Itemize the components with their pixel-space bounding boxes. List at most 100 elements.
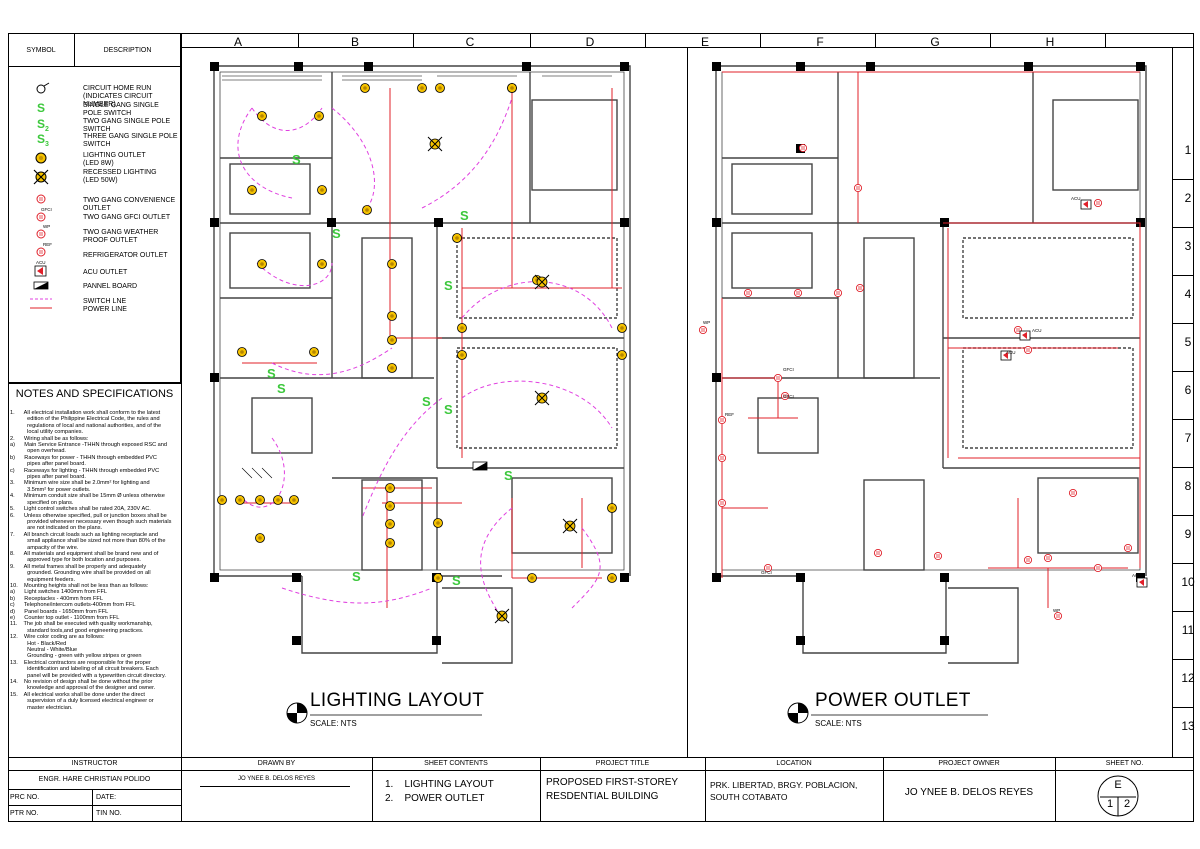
grid-row-1: 1 (1184, 143, 1192, 157)
svg-text:GFCI: GFCI (783, 394, 794, 399)
grid-row-tick (1172, 467, 1194, 468)
power-outlet-title: POWER OUTLET (815, 690, 971, 711)
sheet-contents-2: 2. POWER OUTLET (385, 793, 485, 804)
notes-item: c) Telephone/intercom outlets-400mm from… (10, 602, 136, 609)
convenience-outlet-icon (1093, 563, 1103, 573)
power-column-blocks (712, 62, 1145, 645)
power-scale: SCALE: NTS (815, 719, 862, 728)
notes-item: 1. All electrical installation work shal… (10, 410, 162, 436)
legend-panel (8, 33, 181, 383)
convenience-outlet-icon (833, 288, 843, 298)
grid-row-tick (1172, 707, 1194, 708)
legend-text-home-run: CIRCUIT HOME RUN (INDICATES CIRCUIT NUMB… (83, 85, 153, 108)
notes-item: a) Light switches 1400mm from FFL (10, 589, 107, 596)
grid-row-2: 2 (1184, 191, 1192, 205)
notes-list: 1. All electrical installation work shal… (10, 410, 178, 711)
convenience-outlet-icon (793, 288, 803, 298)
title-block-top-line (8, 757, 1194, 758)
legend-text-two-gang-switch: TWO GANG SINGLE POLE SWITCH (83, 118, 171, 133)
legend-text-gfci: TWO GANG GFCI OUTLET (83, 214, 171, 221)
sheet-frame (8, 33, 1194, 822)
convenience-outlet-icon (763, 563, 773, 573)
legend-header-divider (8, 66, 181, 67)
legend-col-divider (74, 33, 75, 66)
project-title-label: PROJECT TITLE (595, 760, 650, 767)
tb-div-6 (1055, 757, 1056, 822)
convenience-outlet-icon (717, 498, 727, 508)
notes-title: NOTES AND SPECIFICATIONS (15, 388, 174, 400)
svg-text:ACU: ACU (36, 260, 46, 265)
grid-column-h: H (1045, 35, 1055, 49)
ptr-label: PTR NO. (10, 810, 39, 817)
tb-div-2 (372, 757, 373, 822)
lighting-walls (213, 65, 631, 664)
legend-text-single-switch: SINGLE GANG SINGLE POLE SWITCH (83, 102, 159, 117)
convenience-outlet-icon (853, 183, 863, 193)
legend-text-convenience: TWO GANG CONVENIENCE OUTLET (83, 197, 176, 212)
grid-row-7: 7 (1184, 431, 1192, 445)
convenience-outlet-icon (798, 143, 808, 153)
home-run-icon (36, 82, 50, 94)
notes-item: 11. The job shall be executed with quali… (10, 621, 153, 634)
svg-text:ACU: ACU (1071, 196, 1081, 201)
convenience-outlet-icon (717, 453, 727, 463)
lighting-hatches (222, 75, 612, 479)
legend-text-lines: SWITCH LNE POWER LINE (83, 298, 127, 313)
convenience-outlet-icon (1043, 553, 1053, 563)
notes-item: 10. Mounting heights shall not be less t… (10, 582, 149, 589)
switch-glyph-5: S (267, 366, 276, 381)
svg-text:ACU: ACU (1032, 328, 1042, 333)
notes-item: 4. Minimum conduit size shall be 15mm Ø … (10, 493, 165, 506)
grid-row-11: 11 (1181, 623, 1195, 637)
convenience-outlet-icon (855, 283, 865, 293)
project-title-1: PROPOSED FIRST-STOREY (546, 777, 679, 788)
grid-column-a: A (233, 35, 242, 49)
sheet-no-circle (1097, 775, 1139, 817)
svg-text:GFCI: GFCI (761, 570, 772, 575)
convenience-outlet-icon (717, 415, 727, 425)
notes-divider (8, 383, 181, 384)
single-switch-icon: S (37, 101, 45, 115)
svg-text:WP: WP (43, 224, 50, 229)
switch-glyph-3: S (460, 208, 469, 223)
tin-label: TIN NO. (96, 810, 122, 817)
grid-row-3: 3 (1184, 239, 1192, 253)
tb-instr-vline (92, 789, 93, 822)
svg-text:GFCI: GFCI (41, 207, 52, 212)
convenience-outlet-icon (873, 548, 883, 558)
legend-text-panel-board: PANNEL BOARD (83, 283, 138, 290)
tb-div-5 (883, 757, 884, 822)
acu-outlet-icon: ACU (34, 260, 47, 277)
lighting-scale: SCALE: NTS (310, 719, 357, 728)
sheet-num: 1 (1106, 798, 1114, 810)
grid-row-tick (1172, 611, 1194, 612)
grid-row-9: 9 (1184, 527, 1192, 541)
grid-row-tick (1172, 515, 1194, 516)
switch-glyph-7: S (422, 394, 431, 409)
power-wiring (721, 71, 1141, 608)
sheet-contents-1: 1. LIGHTING LAYOUT (385, 779, 494, 790)
grid-column-tick (875, 33, 876, 47)
notes-item: c) Raceways for lighting - THHN through … (10, 467, 160, 481)
notes-item: 15. All electrical works shall be done u… (10, 691, 154, 711)
tb-div-1 (181, 757, 182, 822)
convenience-outlet-icon (36, 194, 46, 204)
title-block-header-line (8, 770, 1194, 771)
drawn-by-name: JO YNEE B. DELOS REYES (238, 776, 315, 782)
convenience-outlet-icon (1068, 488, 1078, 498)
grid-row-13: 13 (1181, 719, 1195, 733)
location-1: PRK. LIBERTAD, BRGY. POBLACION, (710, 780, 858, 790)
legend-description-header: DESCRIPTION (103, 47, 152, 54)
lighting-column-blocks (210, 62, 629, 645)
legend-text-weatherproof: TWO GANG WEATHER PROOF OUTLET (83, 229, 159, 244)
lighting-outlets (217, 83, 627, 624)
drawing-divider (687, 47, 688, 757)
convenience-outlet-icon (933, 551, 943, 561)
lighting-panel-board (472, 461, 488, 471)
grid-column-tick (760, 33, 761, 47)
notes-item: b) Receptacles - 400mm from FFL (10, 595, 103, 602)
switch-glyph-8: S (444, 402, 453, 417)
grid-row-tick (1172, 179, 1194, 180)
grid-column-tick (530, 33, 531, 47)
svg-text:WP: WP (703, 320, 710, 325)
